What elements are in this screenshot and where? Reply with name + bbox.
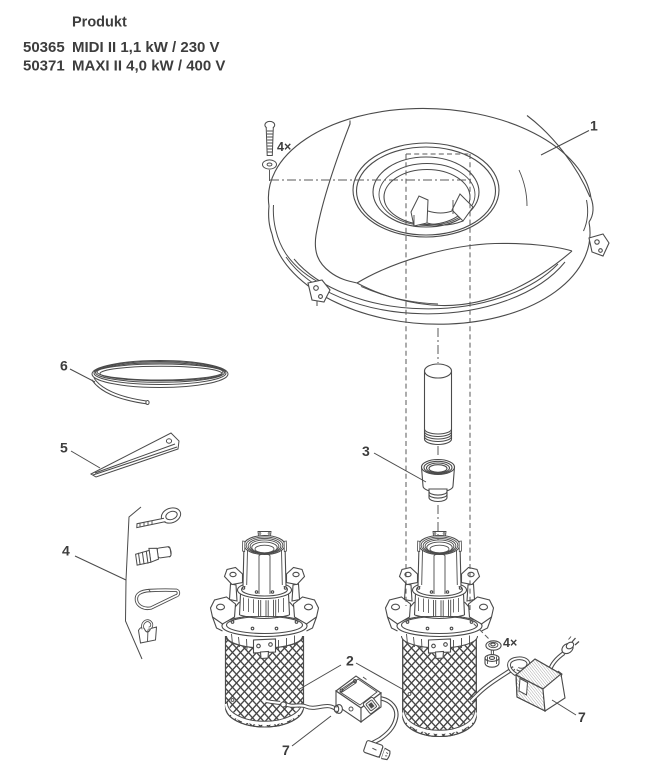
- svg-text:6: 6: [60, 358, 68, 374]
- svg-text:7: 7: [578, 709, 586, 725]
- svg-text:MIDI II 1,1 kW / 230 V: MIDI II 1,1 kW / 230 V: [72, 39, 220, 56]
- svg-text:4×: 4×: [503, 636, 517, 650]
- svg-text:3: 3: [362, 443, 370, 459]
- svg-text:50365: 50365: [23, 39, 65, 56]
- svg-text:7: 7: [282, 742, 290, 758]
- svg-text:MAXI II 4,0 kW / 400 V: MAXI II 4,0 kW / 400 V: [72, 57, 225, 74]
- svg-text:4×: 4×: [277, 140, 291, 154]
- svg-text:50371: 50371: [23, 57, 65, 74]
- svg-text:1: 1: [590, 118, 598, 134]
- svg-text:2: 2: [346, 653, 354, 669]
- svg-text:4: 4: [62, 543, 70, 559]
- svg-text:Produkt: Produkt: [72, 14, 127, 30]
- svg-text:5: 5: [60, 440, 68, 456]
